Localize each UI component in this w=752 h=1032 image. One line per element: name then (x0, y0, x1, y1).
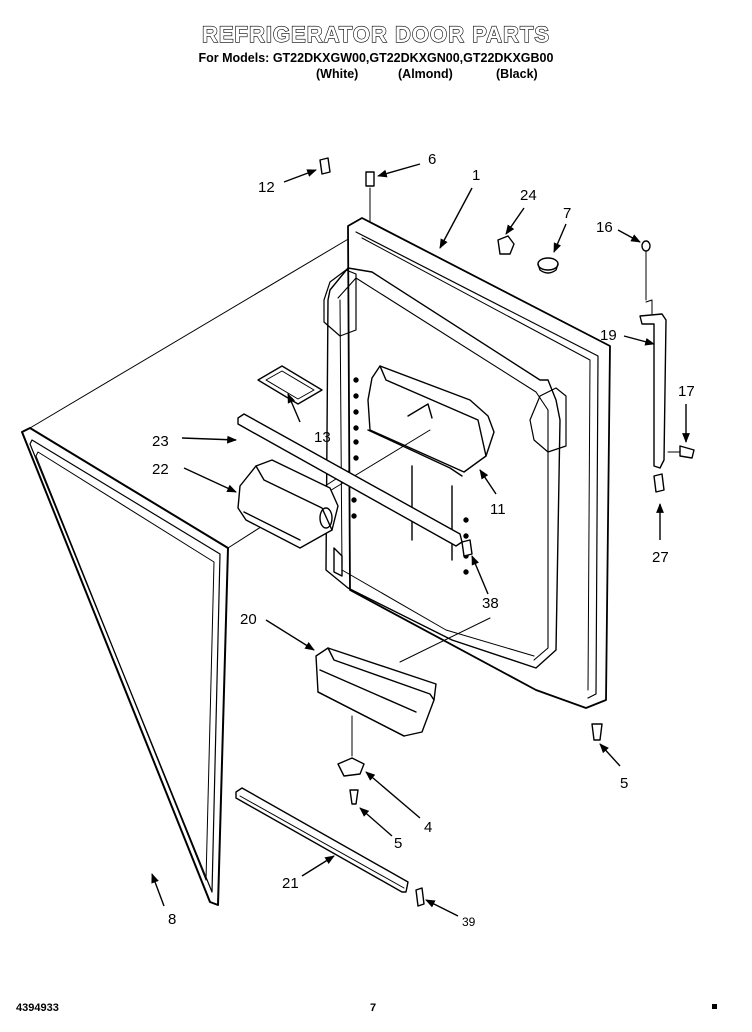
page-title: REFRIGERATOR DOOR PARTS (201, 21, 551, 47)
callout-19: 19 (600, 327, 617, 344)
plug-12 (319, 157, 331, 175)
screw-5-bottom (349, 789, 359, 805)
dairy-door (237, 459, 339, 549)
callout-24: 24 (520, 187, 537, 204)
door-assembly (323, 217, 611, 709)
callout-22: 22 (152, 461, 169, 478)
callout-4: 4 (424, 819, 432, 836)
callout-5-right: 5 (620, 775, 628, 792)
callout-16: 16 (596, 219, 613, 236)
callout-23: 23 (152, 433, 169, 450)
part-39 (415, 887, 425, 907)
callout-7: 7 (563, 205, 571, 222)
corner-mark (712, 1004, 717, 1009)
callout-27: 27 (652, 549, 669, 566)
color-black: (Black) (496, 67, 538, 81)
models-line: For Models: GT22DKXGW00,GT22DKXGN00,GT22… (198, 51, 554, 65)
callout-39: 39 (462, 915, 476, 929)
callout-12: 12 (258, 179, 275, 196)
callout-17: 17 (678, 383, 695, 400)
part-38 (461, 539, 473, 557)
callout-1: 1 (472, 167, 480, 184)
screw-5-right (591, 723, 603, 741)
callout-8: 8 (168, 911, 176, 928)
lower-door-bin (315, 647, 437, 737)
bottom-trim-strip (235, 787, 409, 893)
callout-5-bottom: 5 (394, 835, 402, 852)
page-number: 7 (370, 1002, 377, 1014)
color-almond: (Almond) (398, 67, 453, 81)
callout-11: 11 (490, 501, 506, 518)
bracket-4 (337, 757, 365, 777)
callout-38: 38 (482, 595, 499, 612)
color-white: (White) (316, 67, 359, 81)
cap-7 (537, 257, 559, 271)
callout-13: 13 (314, 429, 331, 446)
callout-21: 21 (282, 875, 299, 892)
doc-number: 4394933 (16, 1002, 59, 1014)
door-gasket (21, 427, 229, 906)
part-24 (497, 235, 515, 255)
callout-6: 6 (428, 151, 436, 168)
screw-top (365, 171, 375, 187)
callout-20: 20 (240, 611, 257, 628)
hinge-bar (639, 240, 695, 493)
